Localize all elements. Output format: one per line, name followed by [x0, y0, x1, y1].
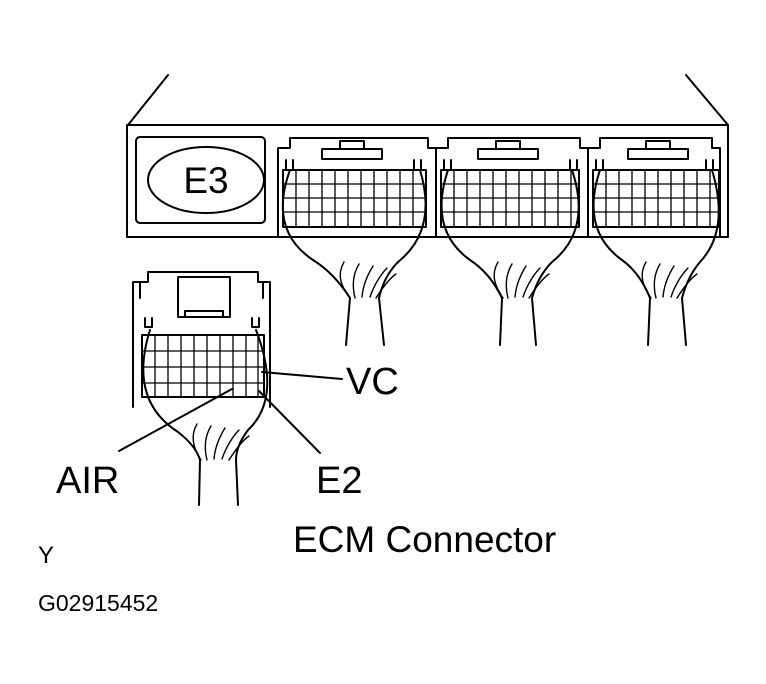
ecu-connector-2 — [435, 137, 589, 346]
e2-pin-label: E2 — [316, 460, 362, 502]
e3-connector-code: E3 — [183, 160, 228, 201]
vc-leader — [261, 371, 343, 380]
vc-pin-label: VC — [346, 361, 399, 403]
harness-connector — [132, 271, 271, 506]
air-pin-label: AIR — [56, 460, 119, 502]
e3-oval — [147, 146, 265, 214]
ecu-housing — [126, 74, 729, 238]
ecu-connector-1 — [277, 137, 437, 346]
figure-code: G02915452 — [38, 590, 158, 616]
ecu-connector-3 — [587, 137, 721, 346]
leader-lines — [118, 371, 343, 454]
footer-letter: Y — [38, 542, 54, 569]
e2-leader — [258, 390, 321, 454]
diagram-caption: ECM Connector — [293, 519, 556, 560]
air-leader — [118, 388, 233, 452]
